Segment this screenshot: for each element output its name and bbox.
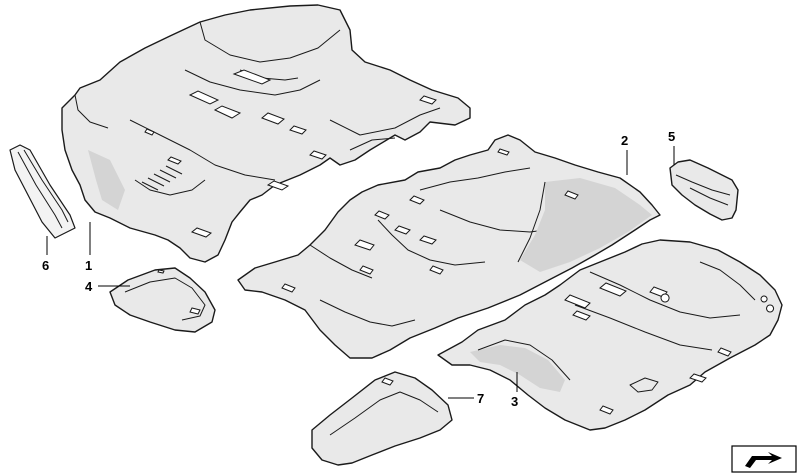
callout-7: 7: [477, 391, 484, 406]
arrow-return-icon: [731, 445, 797, 473]
callout-4: 4: [85, 279, 93, 294]
callout-5: 5: [668, 129, 675, 144]
callout-6: 6: [42, 258, 49, 273]
sill-trim-strip: [9, 144, 76, 239]
callout-labels: 1 2 3 4 5 6 7: [42, 129, 675, 409]
callout-3: 3: [511, 394, 518, 409]
side-trim-piece: [669, 159, 739, 221]
rear-floor-carpet: [237, 134, 661, 359]
floor-panel-7: [311, 371, 453, 466]
front-floor-carpet: [61, 4, 471, 263]
floor-mat-small: [109, 267, 216, 333]
callout-1: 1: [85, 258, 92, 273]
leader-lines: [46, 146, 675, 399]
trunk-floor-carpet: [437, 239, 783, 431]
callout-2: 2: [621, 133, 628, 148]
